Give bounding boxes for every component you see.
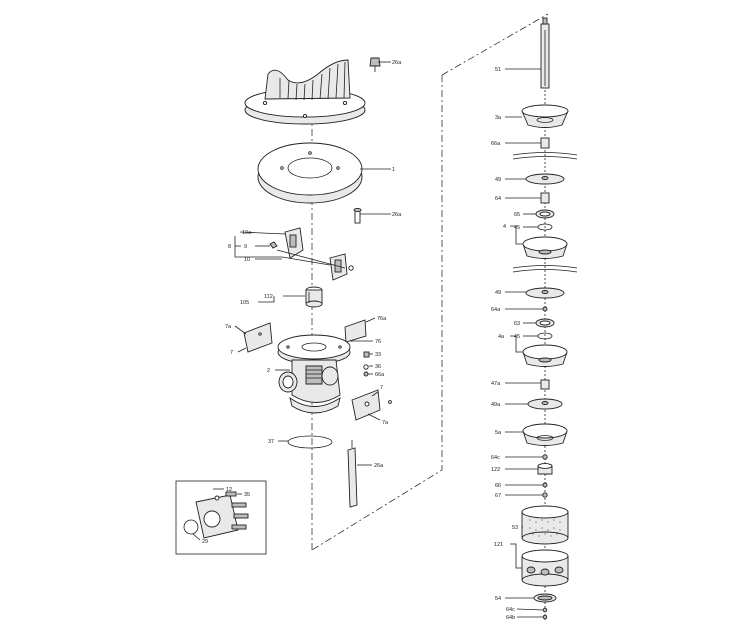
callout-37: 37 <box>268 439 274 445</box>
valve-body-2 <box>277 334 351 414</box>
inset-adapter-box <box>175 480 267 555</box>
callout-64a: 64a <box>491 307 501 313</box>
side-plate-7-left <box>243 322 273 353</box>
ring-65 <box>535 209 555 219</box>
side-plate-76a <box>344 319 367 343</box>
break-lines <box>512 152 578 273</box>
spacer-64a <box>542 306 548 312</box>
cup-4a <box>522 344 568 367</box>
retainer-122 <box>537 463 553 475</box>
callout-122: 122 <box>491 467 500 473</box>
callout-26a-top: 26a <box>392 60 402 66</box>
callout-9: 9 <box>244 244 247 250</box>
callout-2: 2 <box>267 368 270 374</box>
callout-7-right: 7 <box>380 385 383 391</box>
disc-49a <box>527 398 563 410</box>
callout-1: 1 <box>392 167 395 173</box>
sleeve-112 <box>305 286 323 308</box>
mesh-54 <box>533 593 557 603</box>
spacer-64 <box>540 192 550 204</box>
callout-53: 53 <box>512 525 518 531</box>
top-base-flange <box>244 59 366 125</box>
callout-65-a: 65 <box>514 212 520 218</box>
nut-64c <box>542 454 548 460</box>
callout-64c-b: 64c <box>506 607 515 613</box>
cup-4 <box>522 236 568 259</box>
callout-8: 8 <box>228 244 231 250</box>
callout-51: 51 <box>495 67 501 73</box>
cup-5a <box>522 423 568 446</box>
stem-51 <box>540 17 550 89</box>
callout-76: 76 <box>375 339 381 345</box>
washer-66 <box>542 482 548 488</box>
callout-76a: 76a <box>377 316 387 322</box>
callout-7-left: 7 <box>230 350 233 356</box>
callout-12: 12 <box>226 487 232 493</box>
callout-66: 66 <box>495 483 501 489</box>
leader-lines <box>192 61 544 618</box>
callout-10a: 10a <box>242 230 252 236</box>
callout-64c-a: 64c <box>491 455 500 461</box>
callout-66a-right: 66a <box>491 141 501 147</box>
callout-10: 10 <box>244 257 250 263</box>
callout-labels: 26a 1 26a 10a 8 9 10 112 105 7a 7 76a 76… <box>202 60 520 621</box>
callout-3a: 3a <box>495 115 502 121</box>
screw-26a-top <box>369 57 381 72</box>
callout-33: 33 <box>375 352 381 358</box>
callout-47a: 47a <box>491 381 501 387</box>
cage-121 <box>521 549 569 587</box>
callout-29: 29 <box>202 539 208 545</box>
screw-26a-mid <box>353 207 362 224</box>
callout-7a-right: 7a <box>382 420 389 426</box>
o-ring-37 <box>287 435 333 449</box>
bar-26a-low <box>347 440 358 508</box>
callout-26a-low: 26a <box>374 463 384 469</box>
plate-1 <box>257 142 363 204</box>
screws-33-36-66a <box>363 351 370 377</box>
callout-54: 54 <box>495 596 501 602</box>
callout-4: 4 <box>503 224 506 230</box>
callout-112: 112 <box>264 294 273 300</box>
callout-67: 67 <box>495 493 501 499</box>
spacer-47a <box>540 379 550 390</box>
callout-36: 36 <box>375 364 381 370</box>
spacer-66a <box>540 137 550 149</box>
callout-45-a: 45 <box>514 225 520 231</box>
nut-64b <box>542 614 548 620</box>
screen-53 <box>521 505 569 545</box>
disc-49 <box>525 173 565 185</box>
callout-35: 35 <box>244 492 250 498</box>
callout-49-a: 49 <box>495 177 501 183</box>
callout-7a-left: 7a <box>225 324 232 330</box>
side-plate-7-right <box>351 389 392 421</box>
callout-4a: 4a <box>498 334 505 340</box>
callout-63: 63 <box>514 321 520 327</box>
callout-26a-mid: 26a <box>392 212 402 218</box>
ring-63 <box>535 318 555 328</box>
callout-105: 105 <box>240 300 249 306</box>
disc-49-b <box>525 287 565 299</box>
cup-3a <box>521 104 569 128</box>
bracket-assembly-8 <box>269 227 354 281</box>
callout-121: 121 <box>494 542 503 548</box>
callout-64b: 64b <box>506 615 515 621</box>
callout-66a-left: 66a <box>375 372 385 378</box>
callout-49-b: 49 <box>495 290 501 296</box>
washer-67 <box>542 492 548 498</box>
callout-64: 64 <box>495 196 501 202</box>
callout-49a: 49a <box>491 402 501 408</box>
nut-64c-b <box>542 607 548 613</box>
callout-45-b: 45 <box>514 334 520 340</box>
callout-5a: 5a <box>495 430 502 436</box>
